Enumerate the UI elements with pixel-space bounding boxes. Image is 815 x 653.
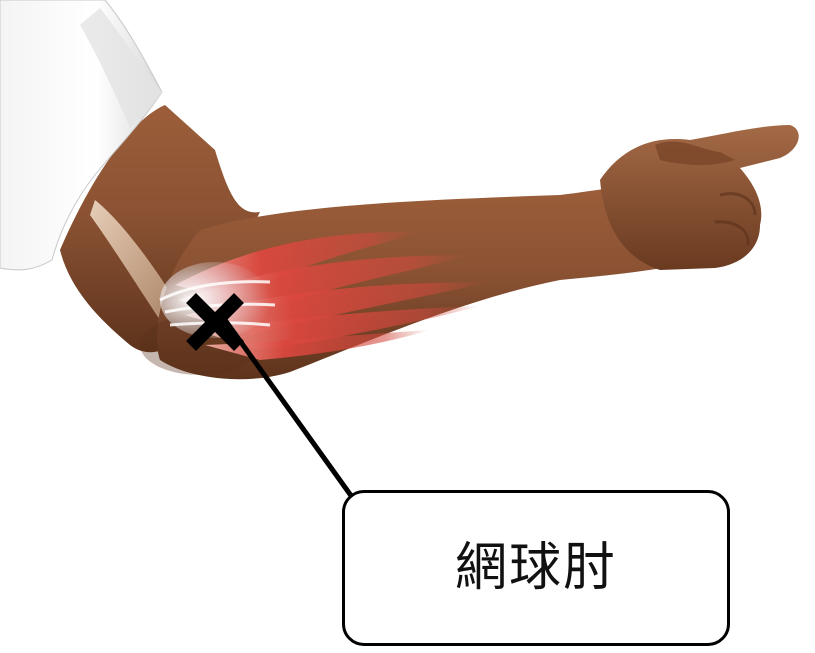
- annotation-label: 網球肘: [455, 542, 617, 594]
- hand: [600, 125, 799, 270]
- annotation-label-box: 網球肘: [342, 490, 730, 646]
